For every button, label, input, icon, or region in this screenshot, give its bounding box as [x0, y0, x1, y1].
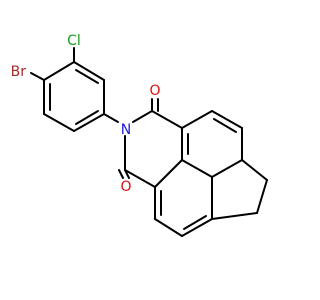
atom-n-label: N: [121, 122, 131, 138]
atom-o-top-label: O: [149, 83, 160, 99]
atom-o-bottom-label: O: [120, 179, 131, 195]
molecule-structure: Br Cl N O O: [11, 33, 268, 237]
molecule-diagram: Br Cl N O O: [11, 33, 268, 237]
atom-br-label: Br: [11, 64, 27, 80]
bond-lines: [30, 47, 268, 237]
atom-labels: Br Cl N O O: [11, 33, 161, 195]
atom-cl-label: Cl: [67, 33, 81, 49]
